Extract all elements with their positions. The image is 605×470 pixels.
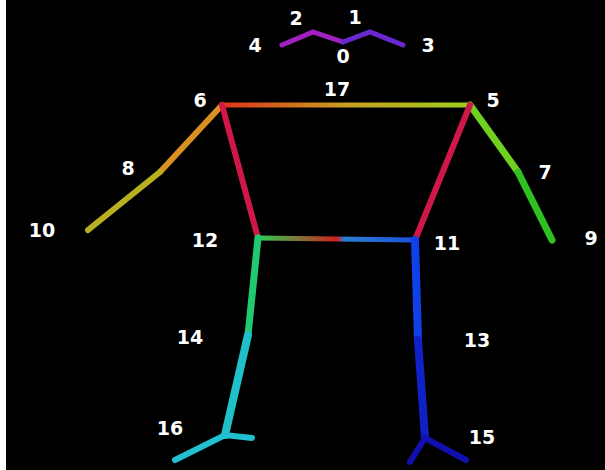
- keypoint-number: 9: [584, 229, 597, 248]
- keypoint-number: 14: [177, 328, 203, 347]
- keypoint-number: 7: [538, 163, 551, 182]
- foot: [175, 435, 252, 460]
- keypoint-number: 3: [421, 36, 434, 55]
- hip-line: [258, 238, 415, 240]
- shin: [418, 340, 425, 438]
- keypoint-number: 8: [121, 159, 134, 178]
- keypoint-number: 17: [324, 80, 350, 99]
- shoulder-line: [222, 103, 470, 108]
- head-left: [282, 32, 343, 45]
- keypoint-number: 16: [157, 419, 183, 438]
- keypoint-number: 5: [486, 91, 499, 110]
- keypoint-number: 6: [193, 91, 206, 110]
- torso-side: [415, 105, 470, 240]
- head-right: [343, 32, 403, 45]
- keypoint-number: 15: [469, 428, 495, 447]
- keypoint-number: 4: [248, 36, 261, 55]
- keypoint-number: 2: [289, 9, 302, 28]
- keypoint-number: 13: [464, 331, 490, 350]
- keypoint-number: 12: [192, 231, 218, 250]
- background: [6, 0, 605, 470]
- thigh: [415, 240, 418, 340]
- torso-side: [222, 105, 258, 238]
- forearm: [518, 172, 552, 240]
- keypoint-number: 11: [434, 234, 460, 253]
- upper-arm: [470, 105, 518, 172]
- thigh: [248, 238, 258, 335]
- upper-arm: [160, 105, 222, 172]
- shin: [225, 335, 248, 435]
- keypoint-number: 10: [29, 221, 55, 240]
- keypoint-number: 1: [348, 8, 361, 27]
- forearm: [88, 172, 160, 230]
- keypoint-number: 0: [336, 47, 349, 66]
- foot: [410, 438, 466, 462]
